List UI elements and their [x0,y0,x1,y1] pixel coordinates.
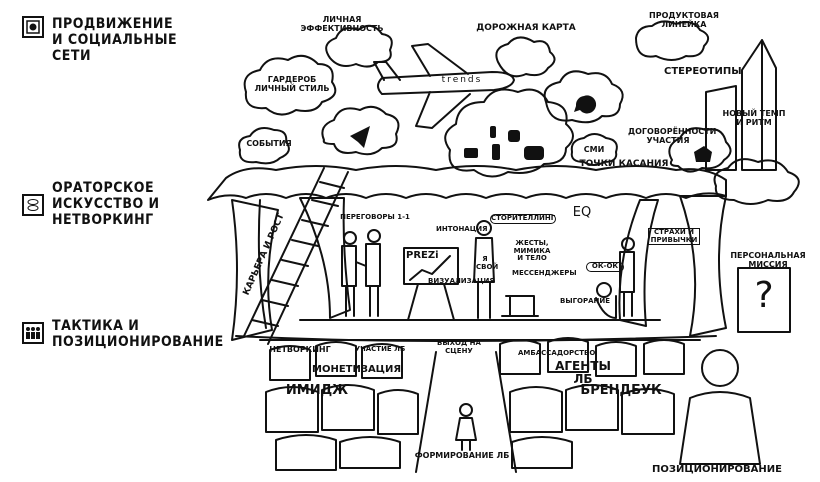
label-touch-points: Точки касания [579,159,669,169]
curtain-left [231,197,351,341]
label-wardrobe: Гардероб личный стиль [254,75,330,93]
label-monetization: Монетизация [312,364,402,375]
ok-hand-icon [694,146,712,162]
label-events: События [246,139,292,148]
legend-item-promotion: Продвижение и социальные сети [22,16,177,64]
cloud-roadmap [495,36,556,78]
label-brandbook: Брендбук [580,383,662,398]
label-storytelling: Сторителлинг [490,214,556,224]
cloud-wardrobe [243,54,337,116]
cloud-whatsapp [543,70,624,124]
label-lb-formation: Формирование ЛБ [414,451,510,460]
label-burnout: Выгорание [560,297,611,305]
person-right [619,251,635,317]
cloud-product-line [635,20,710,61]
facebook-icon [492,144,500,160]
sad-person [595,295,617,319]
prezi-board [403,247,459,285]
label-messengers: Мессенджеры [512,269,577,277]
label-new-pace: Новый темп и ритм [722,109,786,127]
speaker [473,237,495,319]
viewer [679,391,761,465]
mission-frame [737,267,791,333]
audience-seats [265,337,685,471]
legend-label: Ораторское искусство и нетворкинг [52,180,160,228]
cloud-personal-efficiency [325,24,393,68]
cloud-events [238,127,290,165]
girl [455,417,477,451]
label-prezi: PREZi [406,250,439,261]
camera-icon [22,16,44,38]
legend-item-tactics: Тактика и позиционирование [22,318,224,350]
cloud-telegram [321,105,400,156]
cloud-right [713,158,800,205]
curtain-right [618,195,727,337]
label-personal-mission: Персональная миссия [730,251,806,269]
stage-floor [235,319,717,342]
ladder [243,167,349,345]
cloud-agreements [668,127,732,173]
label-personal-efficiency: Личная эффективность [300,15,384,33]
label-image: Имидж [285,383,349,398]
label-gestures: Жесты, мимика и тело [513,239,551,263]
telegram-icon [350,126,370,148]
label-agreements: Договорённости участия [628,127,717,145]
audience-icon [22,322,44,344]
label-negotiations: Переговоры 1-1 [340,213,410,221]
label-plane-trends: trends [441,75,483,85]
label-positioning: Позиционирование [652,464,782,475]
label-shirt: Я свой [476,255,499,271]
label-lb-agents: Агенты ЛБ [555,359,611,387]
tiktok-icon [490,126,496,138]
label-lb-ambassadorship: Амбассадорство [518,349,596,357]
table [501,295,539,317]
label-ok-ok: ОК-ОК [586,262,624,272]
label-question-mark: ? [754,275,774,316]
youtube-icon [524,146,544,160]
legend-label: Тактика и позиционирование [52,318,224,350]
whatsapp-icon [574,95,597,114]
label-lb-involvement: Участие ЛБ [354,345,406,353]
label-product-line: Продуктовая линейка [649,11,719,29]
label-go-on-stage: Выход на сцену [437,339,481,355]
label-roadmap: Дорожная карта [476,23,576,33]
plane [373,43,515,129]
vk-icon [464,148,478,158]
cloud-social-media [444,88,574,178]
label-stereotypes: Стереотипы [664,66,742,77]
aisle [415,351,517,473]
label-media: СМИ [583,145,605,154]
label-intonation: Интонация [436,225,488,233]
label-visualization: Визуализация [428,277,495,285]
curtain-valance [207,165,727,201]
label-eq: EQ [572,205,592,220]
speech-bubbles-icon [22,194,44,216]
instagram-icon [508,130,520,142]
legend-label: Продвижение и социальные сети [52,16,178,64]
skyscrapers [705,39,777,171]
cloud-media [570,133,618,166]
handshake-people [341,243,381,317]
legend-item-oratory: Ораторское искусство и нетворкинг [22,180,160,228]
label-fears: Страхи и привычки [648,228,700,246]
label-networking: Нетворкинг [269,345,331,354]
